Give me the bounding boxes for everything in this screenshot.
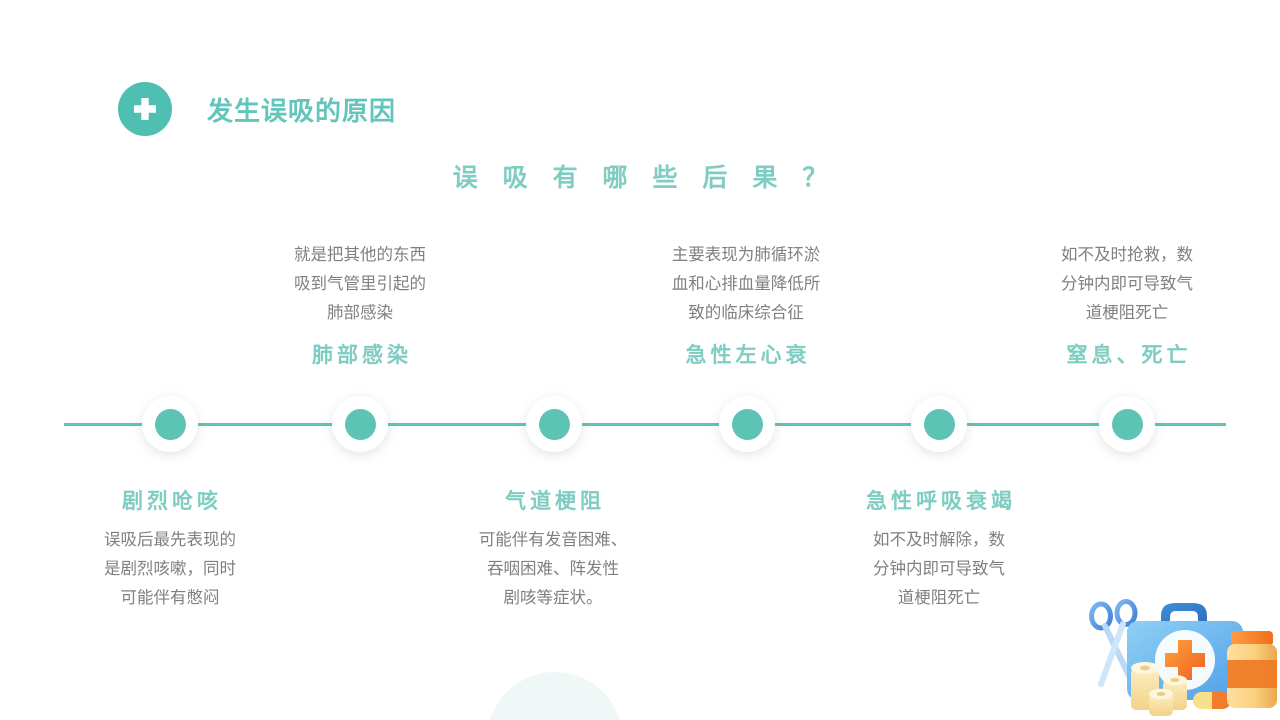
- page-title: 发生误吸的原因: [207, 95, 397, 126]
- timeline-node-2[interactable]: [332, 396, 388, 452]
- first-aid-kit-illustration: [1085, 588, 1280, 720]
- medicine-bottle: [1227, 631, 1277, 708]
- item-title: 急性呼吸衰竭: [866, 490, 1016, 513]
- slide-header: 发生误吸的原因: [118, 82, 396, 136]
- timeline-item-bottom-3: 急性呼吸衰竭 如不及时解除，数分钟内即可导致气道梗阻死亡: [823, 485, 1055, 613]
- item-description: 可能伴有发音困难、吞咽困难、阵发性剧咳等症状。: [478, 531, 628, 607]
- bandage-rolls: [1131, 662, 1187, 716]
- timeline-node-dot: [923, 408, 955, 440]
- timeline-node-1[interactable]: [142, 396, 198, 452]
- item-title: 急性左心衰: [685, 344, 811, 367]
- timeline-node-6[interactable]: [1099, 396, 1155, 452]
- decorative-circle: [487, 672, 623, 720]
- timeline-node-4[interactable]: [719, 396, 775, 452]
- timeline-node-5[interactable]: [911, 396, 967, 452]
- item-title: 气道梗阻: [505, 490, 605, 513]
- item-description: 就是把其他的东西吸到气管里引起的肺部感染: [294, 246, 426, 322]
- item-description: 如不及时抢救，数分钟内即可导致气道梗阻死亡: [1061, 246, 1193, 322]
- timeline-node-3[interactable]: [526, 396, 582, 452]
- item-title: 肺部感染: [312, 344, 412, 367]
- timeline-axis: [64, 423, 1226, 426]
- timeline-node-dot: [344, 408, 376, 440]
- medical-cross-icon: [118, 82, 172, 136]
- timeline-item-top-2: 主要表现为肺循环淤血和心排血量降低所致的临床综合征 急性左心衰: [630, 241, 862, 369]
- item-description: 主要表现为肺循环淤血和心排血量降低所致的临床综合征: [671, 246, 821, 322]
- timeline-item-bottom-2: 气道梗阻 可能伴有发音困难、吞咽困难、阵发性剧咳等症状。: [437, 485, 669, 613]
- timeline-item-top-1: 就是把其他的东西吸到气管里引起的肺部感染 肺部感染: [244, 241, 476, 369]
- item-title: 剧烈呛咳: [122, 490, 222, 513]
- timeline-node-dot: [154, 408, 186, 440]
- item-title: 窒息、死亡: [1066, 344, 1192, 367]
- pill-capsule: [1193, 692, 1231, 709]
- item-description: 如不及时解除，数分钟内即可导致气道梗阻死亡: [873, 531, 1005, 607]
- section-subtitle: 误 吸 有 哪 些 后 果 ？: [452, 164, 837, 192]
- timeline-item-top-3: 如不及时抢救，数分钟内即可导致气道梗阻死亡 窒息、死亡: [1011, 241, 1243, 369]
- timeline-item-bottom-1: 剧烈呛咳 误吸后最先表现的是剧烈咳嗽，同时可能伴有憋闷: [54, 485, 286, 613]
- timeline-node-dot: [1111, 408, 1143, 440]
- timeline-node-dot: [538, 408, 570, 440]
- item-description: 误吸后最先表现的是剧烈咳嗽，同时可能伴有憋闷: [104, 531, 236, 607]
- timeline-node-dot: [731, 408, 763, 440]
